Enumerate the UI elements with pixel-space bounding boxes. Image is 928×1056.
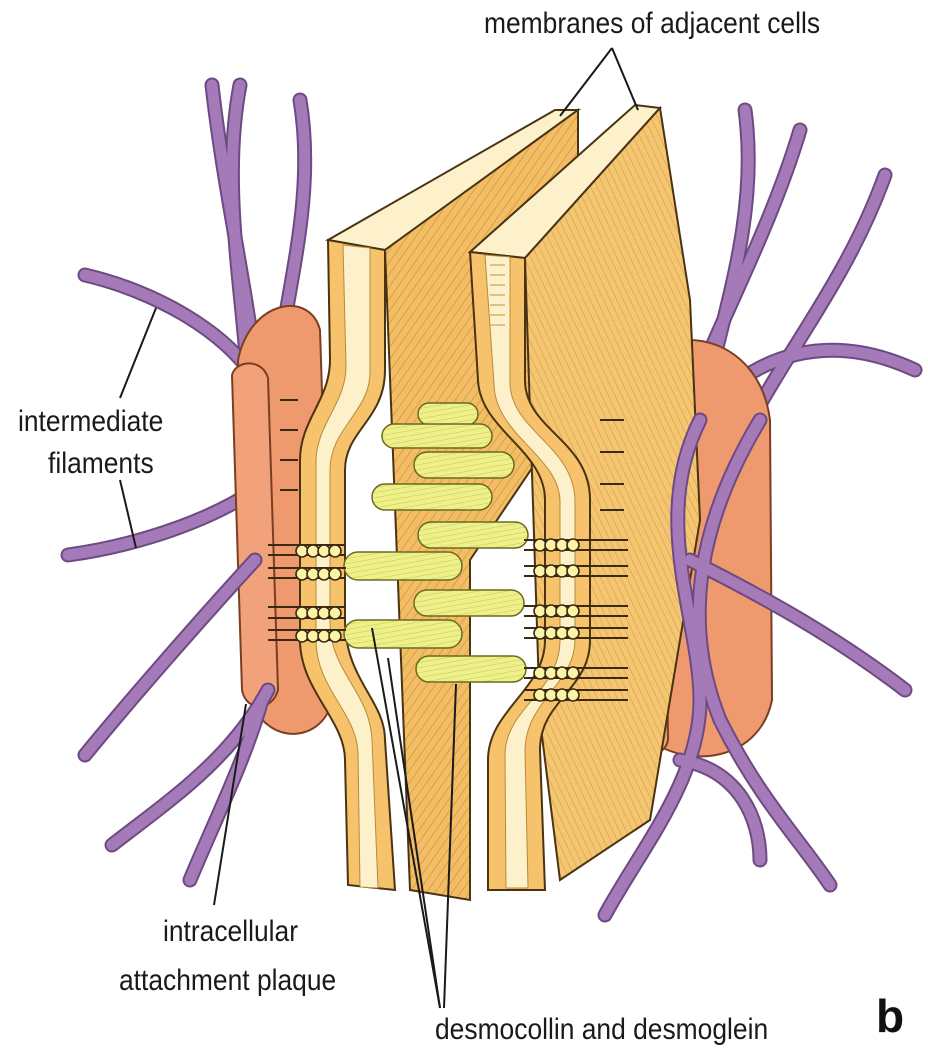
cadherin-rod — [418, 403, 478, 425]
label-filaments: filaments — [48, 446, 154, 482]
cadherin-rod — [414, 452, 514, 478]
label-membranes-of-adjacent-cells: membranes of adjacent cells — [484, 6, 820, 42]
cadherin-rod — [372, 484, 492, 510]
leader-filament-upper — [120, 308, 156, 398]
cadherin-rod — [414, 590, 524, 616]
leader-membrane-right — [612, 48, 638, 110]
cadherin-rod — [382, 424, 492, 448]
label-desmocollin-and-desmoglein: desmocollin and desmoglein — [435, 1012, 768, 1048]
cadherin-rod — [416, 656, 526, 682]
cadherin-rod — [344, 552, 462, 580]
panel-letter: b — [876, 990, 904, 1042]
label-attachment-plaque: attachment plaque — [119, 963, 336, 999]
label-intermediate: intermediate — [18, 404, 163, 440]
cadherin-rod — [418, 522, 528, 548]
cadherin-rod — [344, 620, 462, 648]
label-intracellular: intracellular — [163, 914, 298, 950]
leader-membrane-left — [560, 48, 612, 116]
